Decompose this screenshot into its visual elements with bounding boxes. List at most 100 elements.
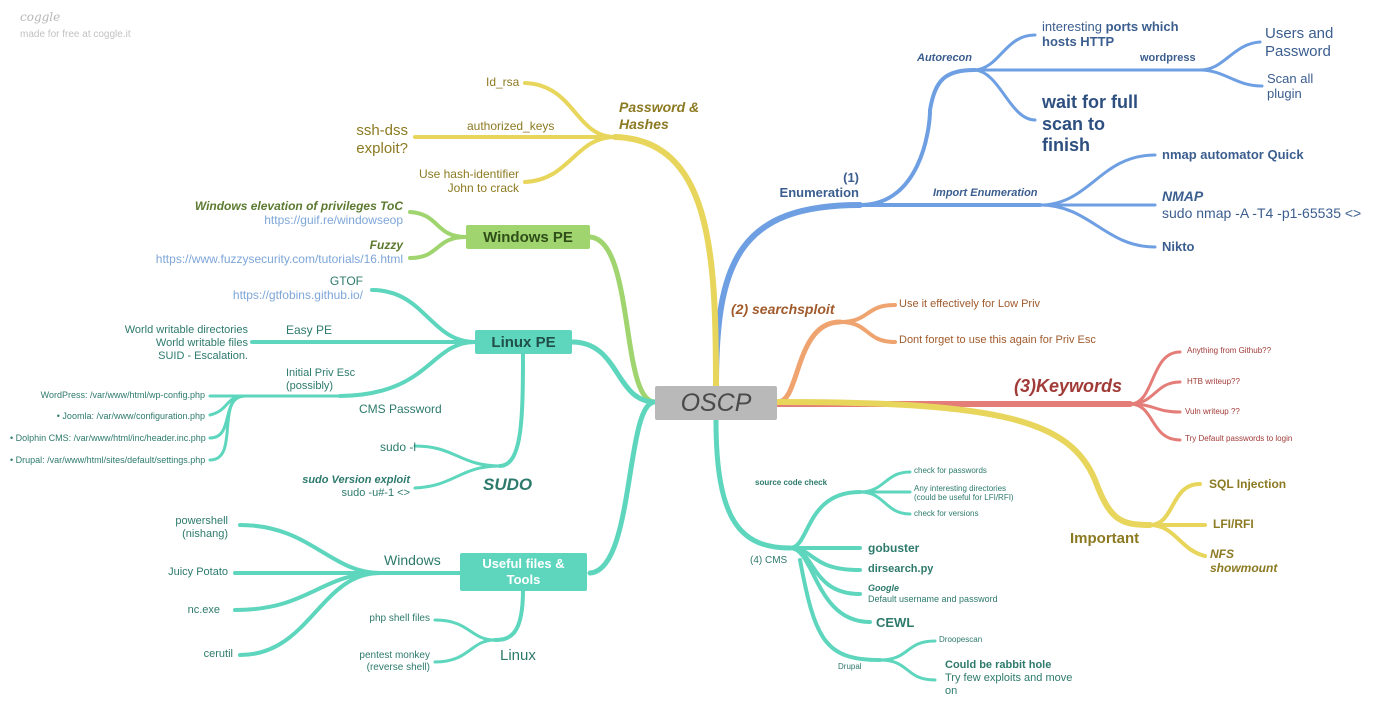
priv-esc-node[interactable]: Dont forget to use this again for Priv E… <box>899 334 1096 346</box>
nikto-node[interactable]: Nikto <box>1162 239 1195 254</box>
ssh-dss-node[interactable]: ssh-dss exploit? <box>356 122 408 157</box>
enumeration-title: Enumeration <box>779 185 859 201</box>
nc-node[interactable]: nc.exe <box>187 604 220 616</box>
linux-pe-label: Linux PE <box>491 333 556 351</box>
check-passwords-node[interactable]: check for passwords <box>914 466 987 475</box>
keywords-node[interactable]: (3)Keywords <box>1014 376 1123 396</box>
sudo-version-title: sudo Version exploit <box>302 474 410 486</box>
joomla-config-node[interactable]: • Joomla: /var/www/configuration.php <box>56 411 205 421</box>
sudo-version-cmd: sudo -u#-1 <> <box>341 486 411 499</box>
php-shell-node[interactable]: php shell files <box>369 613 430 624</box>
gtof-node[interactable]: GTOF https://gtfobins.github.io/ <box>220 274 363 302</box>
google-node[interactable]: Google Default username and password <box>868 583 998 604</box>
enumeration-node[interactable]: (1) Enumeration <box>775 170 859 201</box>
dolphin-config-node[interactable]: • Dolphin CMS: /var/www/html/inc/header.… <box>10 433 206 443</box>
rabbit-hole-text: Try few exploits and move on <box>945 671 1073 697</box>
branch-password <box>612 134 719 388</box>
gtof-url[interactable]: https://gtfobins.github.io/ <box>232 288 363 303</box>
google-text: Default username and password <box>868 593 998 604</box>
linux-pe-node[interactable]: Linux PE <box>475 330 572 354</box>
branch-enumeration <box>713 202 863 388</box>
cms-password-node[interactable]: CMS Password <box>359 402 442 416</box>
useful-linux-node[interactable]: Linux <box>500 647 536 664</box>
vuln-node[interactable]: Vuln writeup ?? <box>1185 407 1240 416</box>
drupal-node[interactable]: Drupal <box>838 662 862 671</box>
default-passwords-node[interactable]: Try Default passwords to login <box>1185 434 1293 443</box>
windows-pe-node[interactable]: Windows PE <box>466 225 590 249</box>
dirsearch-node[interactable]: dirsearch.py <box>868 563 934 575</box>
wordpress-node[interactable]: wordpress <box>1140 52 1196 64</box>
pentest-monkey-node[interactable]: pentest monkey (reverse shell) <box>359 650 430 673</box>
branch-cms <box>713 417 793 551</box>
windows-toc-node[interactable]: Windows elevation of privileges ToC http… <box>140 199 403 227</box>
interesting-dirs-node[interactable]: Any interesting directories (could be us… <box>914 484 1014 503</box>
useful-windows-node[interactable]: Windows <box>384 552 441 568</box>
branch-searchsploit <box>775 319 843 405</box>
branch-linux-pe <box>569 339 658 405</box>
cms-node[interactable]: (4) CMS <box>750 555 788 566</box>
users-password-node[interactable]: Users and Password <box>1265 25 1334 60</box>
low-priv-node[interactable]: Use it effectively for Low Priv <box>899 298 1041 310</box>
easy-pe-node[interactable]: Easy PE <box>286 323 333 337</box>
nmap-command: sudo nmap -A -T4 -p1-65535 <> <box>1162 204 1362 221</box>
github-node[interactable]: Anything from Github?? <box>1187 346 1272 355</box>
google-title: Google <box>868 583 899 593</box>
rabbit-hole-node[interactable]: Could be rabbit hole Try few exploits an… <box>945 659 1072 698</box>
windows-pe-label: Windows PE <box>483 228 573 246</box>
powershell-node[interactable]: powershell (nishang) <box>175 515 228 540</box>
sudo-l-node[interactable]: sudo -l <box>380 440 417 454</box>
fuzzy-node[interactable]: Fuzzy https://www.fuzzysecurity.com/tuto… <box>140 238 403 266</box>
rabbit-hole-title: Could be rabbit hole <box>945 659 1052 671</box>
certutil-node[interactable]: cerutil <box>203 648 233 660</box>
sudo-version-node[interactable]: sudo Version exploit sudo -u#-1 <> <box>290 474 410 500</box>
password-hashes-node[interactable]: Password & Hashes <box>619 99 700 132</box>
windows-toc-url[interactable]: https://guif.re/windowseop <box>264 213 403 228</box>
juicy-potato-node[interactable]: Juicy Potato <box>168 566 228 578</box>
source-code-node[interactable]: source code check <box>755 478 828 487</box>
fuzzy-title: Fuzzy <box>369 238 403 252</box>
initial-priv-node[interactable]: Initial Priv Esc (possibly) <box>286 367 356 392</box>
droopescan-node[interactable]: Droopescan <box>939 635 983 644</box>
world-writable-node[interactable]: World writable directories World writabl… <box>124 324 248 362</box>
htb-node[interactable]: HTB writeup?? <box>1187 377 1240 386</box>
branch-windows-pe <box>587 234 658 405</box>
center-label: OSCP <box>680 388 752 417</box>
nmap-title: NMAP <box>1162 188 1204 204</box>
sql-injection-node[interactable]: SQL Injection <box>1209 477 1287 491</box>
nfs-node[interactable]: NFS showmount <box>1210 547 1278 576</box>
useful-tools-label: Useful files & Tools <box>482 555 565 587</box>
enumeration-number: (1) <box>843 170 859 185</box>
check-versions-node[interactable]: check for versions <box>914 509 979 518</box>
useful-tools-node[interactable]: Useful files & Tools <box>460 553 587 591</box>
fuzzy-url[interactable]: https://www.fuzzysecurity.com/tutorials/… <box>155 252 403 267</box>
wp-config-node[interactable]: WordPress: /var/www/html/wp-config.php <box>40 390 205 400</box>
ports-text-c: hosts HTTP <box>1042 34 1115 50</box>
wait-scan-node[interactable]: wait for full scan to finish <box>1042 92 1138 156</box>
ports-text-a: interesting <box>1042 19 1106 34</box>
searchsploit-node[interactable]: (2) searchsploit <box>731 301 835 317</box>
autorecon-node[interactable]: Autorecon <box>917 52 972 64</box>
scan-plugin-node[interactable]: Scan all plugin <box>1267 71 1314 102</box>
lfi-rfi-node[interactable]: LFI/RFI <box>1213 517 1254 531</box>
coggle-tagline: made for free at coggle.it <box>20 29 131 40</box>
import-enumeration-node[interactable]: Import Enumeration <box>933 187 1038 199</box>
nmap-node[interactable]: NMAP sudo nmap -A -T4 -p1-65535 <> <box>1162 188 1361 221</box>
gtof-title: GTOF <box>329 274 363 288</box>
sudo-node[interactable]: SUDO <box>483 475 533 494</box>
ports-node[interactable]: interesting ports which hosts HTTP <box>1042 19 1179 50</box>
coggle-logo: coggle <box>20 10 61 24</box>
id-rsa-node[interactable]: Id_rsa <box>486 75 520 89</box>
nmap-automator-node[interactable]: nmap automator Quick <box>1162 147 1304 162</box>
branch-useful <box>587 399 658 576</box>
center-node[interactable]: OSCP <box>655 386 777 420</box>
windows-toc-title: Windows elevation of privileges ToC <box>194 199 403 213</box>
hash-identifier-node[interactable]: Use hash-identifier John to crack <box>418 167 519 196</box>
important-node[interactable]: Important <box>1070 530 1140 547</box>
authorized-keys-node[interactable]: authorized_keys <box>467 119 555 133</box>
branch-important <box>775 399 1153 528</box>
drupal-config-node[interactable]: • Drupal: /var/www/html/sites/default/se… <box>10 455 206 465</box>
cewl-node[interactable]: CEWL <box>876 615 915 630</box>
ports-text-b: ports which <box>1105 19 1179 34</box>
gobuster-node[interactable]: gobuster <box>868 541 920 555</box>
